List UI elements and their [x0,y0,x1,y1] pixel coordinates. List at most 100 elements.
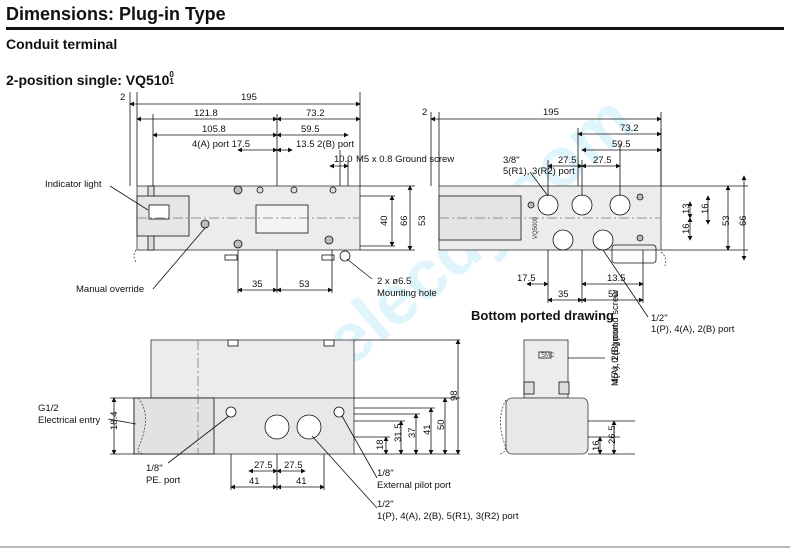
dim-2: 2 [422,107,427,118]
dim-50: 50 [436,419,447,430]
dim-18: 18 [375,439,386,450]
dim-port-2b: 13.5 2(B) port [296,139,354,150]
dim-27-5: 27.5 [254,460,273,471]
port-3-8-icon [537,194,559,216]
dim-13-5: 13.5 [607,273,626,284]
dim-53: 53 [417,215,428,226]
screw-icon [233,239,243,249]
label-electrical-entry: Electrical entry [38,415,101,426]
dim-41: 41 [422,424,433,435]
port-1-2-icon [264,414,290,440]
external-pilot-port-icon [333,406,345,418]
body-marking: VQ5000 [533,216,539,239]
screw-icon [233,185,243,195]
dim-16: 16 [681,223,692,234]
bottom-view [107,339,461,509]
label-port-1-2: 1/2" [377,499,394,510]
label-pe-size: 1/8" [146,463,163,474]
front-view [109,92,415,293]
dim-66: 66 [399,215,410,226]
dim-53: 53 [721,215,732,226]
screw-icon [329,186,337,194]
mounting-hole-icon [339,250,351,262]
dim-121-8: 121.8 [194,108,218,119]
screw-icon [290,186,298,194]
label-port-a-b: 4(A), 2(B) port [610,323,621,384]
port-1-2-icon [592,229,614,251]
port-1-2-icon [296,414,322,440]
side-view-text: SMC 16 26.5 M5 x 0.8 ground screw 4(A), … [541,290,621,451]
label-external-pilot-size: 1/8" [377,468,394,479]
model-sup: 0 [169,70,174,79]
right-view-text: 2 195 73.2 59.5 27.5 27.5 13 16 16 53 66… [422,107,749,335]
dim-27-5: 27.5 [558,155,577,166]
dim-37: 37 [407,427,418,438]
dim-59-5: 59.5 [301,124,320,135]
bottom-ported-title: Bottom ported drawing [471,308,614,323]
label-all-ports: 1(P), 4(A), 2(B), 5(R1), 3(R2) port [377,511,519,522]
dim-195: 195 [241,92,257,103]
label-mounting-hole-size: 2 x ø6.5 [377,276,411,287]
bottom-upper-body [150,339,355,399]
bottom-rule [0,546,790,548]
dim-10: 10.0 [334,154,353,165]
dim-2: 2 [120,92,125,103]
dim-18-4: 18.4 [109,412,120,431]
side-view [499,339,635,455]
dim-17-5: 17.5 [517,273,536,284]
screw-icon [256,186,264,194]
dim-35: 35 [252,279,263,290]
dim-73-2: 73.2 [306,108,325,119]
dim-13: 13 [681,203,692,214]
label-mounting-hole: Mounting hole [377,288,437,299]
dim-59-5: 59.5 [612,139,631,150]
model-sub: 1 [169,77,174,86]
manual-override-icon [200,219,210,229]
dim-31-5: 31.5 [393,424,404,443]
screw-icon [636,234,644,242]
bottom-view-text: 18.4 27.5 27.5 41 41 18 31.5 37 41 50 98… [38,390,519,522]
bottom-pilot-section [133,397,215,455]
right-view [430,112,748,318]
model-prefix: 2-position single: VQ510 [6,72,170,88]
label-manual-override: Manual override [76,284,144,295]
dim-53-bottom: 53 [299,279,310,290]
dim-27-5: 27.5 [593,155,612,166]
port-3-8-icon [609,194,631,216]
dim-m5-ground-screw: M5 x 0.8 Ground screw [356,154,454,165]
screw-icon [636,193,644,201]
label-indicator-light: Indicator light [45,179,102,190]
dim-35: 35 [558,289,569,300]
side-lower-body [505,397,589,455]
port-3-8-icon [571,194,593,216]
dim-105-8: 105.8 [202,124,226,135]
dim-26-5: 26.5 [607,426,618,445]
pe-port-icon [225,406,237,418]
screw-icon [324,235,334,245]
label-external-pilot-port: External pilot port [377,480,451,491]
label-port-r1-r2: 5(R1), 3(R2) port [503,166,575,177]
dim-port-4a: 4(A) port 17.5 [192,139,250,150]
indicator-light-window [148,204,170,220]
port-1-2-icon [552,229,574,251]
dim-98: 98 [449,390,460,401]
brand-mark: SMC [541,353,555,359]
title-rule [6,27,784,30]
dim-41: 41 [249,476,260,487]
dim-73-2: 73.2 [620,123,639,134]
front-center-window [255,204,309,234]
label-g1-2: G1/2 [38,403,59,414]
dim-195: 195 [543,107,559,118]
front-view-text: 2 195 121.8 73.2 105.8 59.5 4(A) port 17… [45,92,454,299]
label-port-p-a-b: 1(P), 4(A), 2(B) port [651,324,735,335]
dim-16: 16 [591,440,602,451]
label-port-1-2: 1/2" [651,313,668,324]
dim-27-5: 27.5 [284,460,303,471]
section-subtitle: Conduit terminal [6,36,118,52]
label-pe-port: PE. port [146,475,181,486]
dim-40: 40 [379,215,390,226]
label-m5-ground-screw: M5 x 0.8 ground screw [610,290,621,386]
dim-16: 16 [700,203,711,214]
